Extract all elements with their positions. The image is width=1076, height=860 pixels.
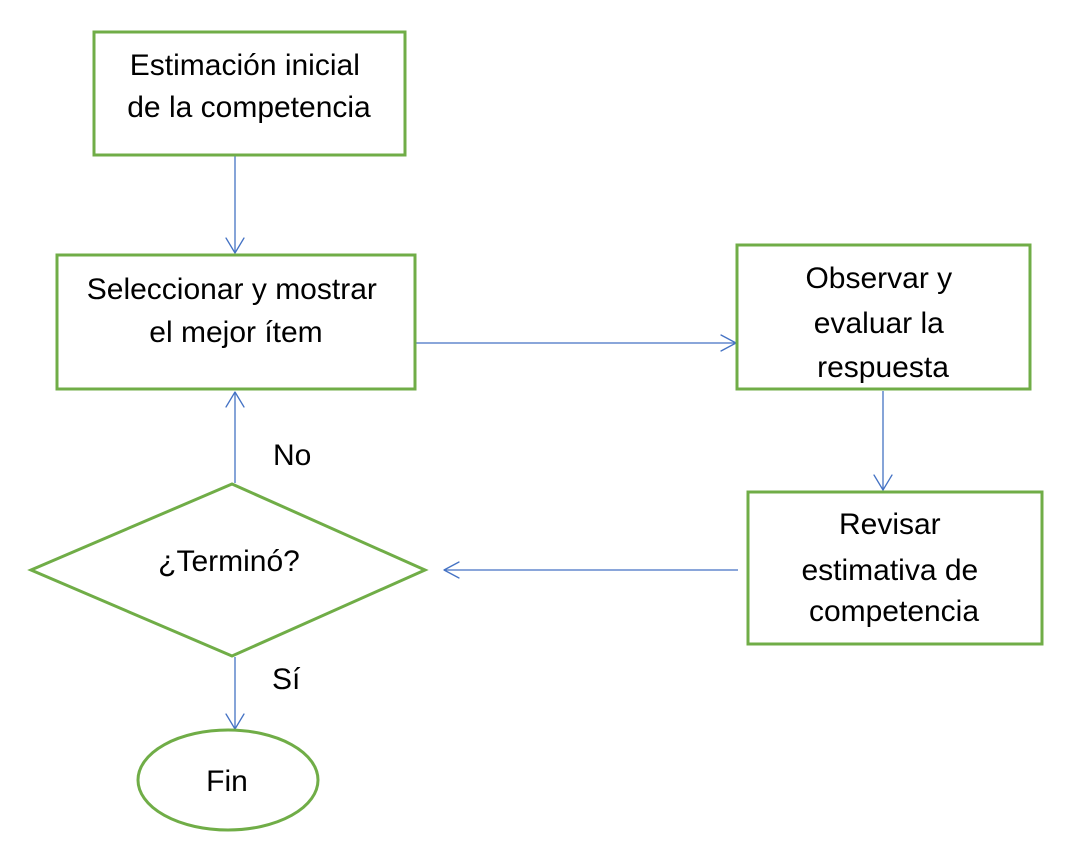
node-revise-box xyxy=(746,490,1044,646)
svg-text:Fin: Fin xyxy=(206,765,248,798)
svg-text:Estimación inicial de la: Estimación inicial de la competencia xyxy=(127,49,371,124)
edge-label-yes: Sí xyxy=(272,663,301,696)
arrow-decision-to-end xyxy=(225,657,245,730)
node-start-box xyxy=(92,30,407,157)
node-observe-line-3: respuesta xyxy=(817,351,949,384)
node-revise-line-3: competencia xyxy=(809,595,979,628)
edge-label-no: No xyxy=(273,439,311,472)
node-observe-box xyxy=(735,243,1032,391)
node-end-oval xyxy=(136,728,320,832)
svg-text:¿Terminó?: ¿Terminó? xyxy=(158,545,300,578)
node-select: Seleccionar y mostrar el mejor ítem xyxy=(55,253,417,391)
node-decision: ¿Terminó? xyxy=(27,482,429,658)
node-observe: Observar y evaluar la respuesta xyxy=(735,243,1032,391)
node-start: Estimación inicial de la competencia xyxy=(92,30,407,157)
node-select-line-2: el mejor ítem xyxy=(149,316,322,349)
arrow-observe-to-revise xyxy=(873,391,893,491)
node-end: Fin xyxy=(136,728,320,832)
node-decision-label: ¿Terminó? xyxy=(158,545,300,578)
arrow-select-to-observe xyxy=(416,334,737,352)
svg-text:Revisar estimativa de: Revisar estimativa de competencia xyxy=(801,508,986,628)
svg-text:Observar y evaluar la: Observar y evaluar la respuesta xyxy=(805,262,960,384)
node-revise-line-2: estimativa de xyxy=(801,554,978,587)
node-end-label: Fin xyxy=(206,765,248,798)
node-decision-diamond xyxy=(27,482,429,658)
node-observe-line-1: Observar y xyxy=(805,262,952,295)
node-start-line-2: de la competencia xyxy=(127,91,371,124)
node-revise-line-1: Revisar xyxy=(839,508,941,541)
svg-text:Seleccionar y mostrar el: Seleccionar y mostrar el mejor ítem xyxy=(87,273,385,349)
node-observe-line-2: evaluar la xyxy=(814,307,944,340)
arrow-decision-to-select xyxy=(225,391,245,483)
node-revise: Revisar estimativa de competencia xyxy=(746,490,1044,646)
node-select-box xyxy=(55,253,417,391)
arrow-start-to-select xyxy=(225,155,245,254)
arrow-revise-to-decision xyxy=(443,561,738,579)
node-select-line-1: Seleccionar y mostrar xyxy=(87,273,377,306)
node-start-line-1: Estimación inicial xyxy=(130,49,360,82)
connectors xyxy=(225,155,893,730)
